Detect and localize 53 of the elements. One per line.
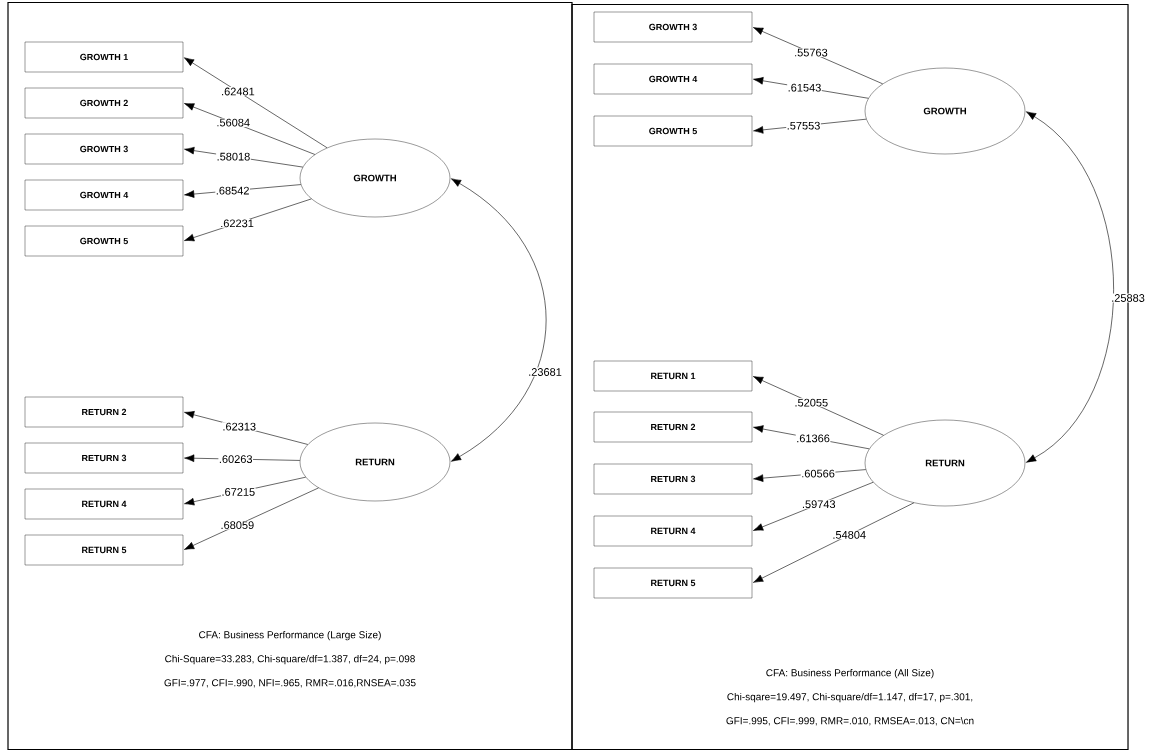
edge-label: .58018 bbox=[216, 152, 251, 161]
edge-label: .23681 bbox=[527, 367, 563, 377]
indicator-box: RETURN 5 bbox=[593, 567, 753, 599]
indicator-box: GROWTH 4 bbox=[24, 179, 184, 211]
caption-line: CFA: Business Performance (All Size) bbox=[766, 669, 934, 679]
edge-label: .62231 bbox=[219, 218, 255, 228]
indicator-box: GROWTH 4 bbox=[593, 63, 753, 95]
edge-label: .57553 bbox=[786, 121, 821, 131]
indicator-box: GROWTH 5 bbox=[24, 225, 184, 257]
indicator-box: GROWTH 2 bbox=[24, 87, 184, 119]
arrow bbox=[753, 481, 874, 531]
arrow bbox=[451, 178, 547, 462]
arrow bbox=[753, 502, 915, 583]
edge-label: .60263 bbox=[218, 454, 254, 464]
edge-label: .62313 bbox=[221, 422, 257, 431]
caption-line: Chi-sqare=19.497, Chi-square/df=1.147, df=17, p=.301, bbox=[727, 693, 973, 703]
indicator-box: RETURN 3 bbox=[593, 463, 753, 495]
edge-label: .52055 bbox=[794, 398, 829, 408]
indicator-box: RETURN 4 bbox=[24, 488, 184, 520]
indicator-box: RETURN 2 bbox=[24, 396, 184, 428]
indicator-box: GROWTH 3 bbox=[593, 11, 753, 43]
arrow bbox=[184, 487, 319, 550]
indicator-box: RETURN 1 bbox=[593, 360, 753, 392]
indicator-box: GROWTH 5 bbox=[593, 115, 753, 147]
edge-label: .61543 bbox=[787, 83, 822, 93]
indicator-box: RETURN 2 bbox=[593, 411, 753, 443]
indicator-box: RETURN 3 bbox=[24, 442, 184, 474]
caption-line: GFI=.977, CFI=.990, NFI=.965, RMR=.016,RNSEA=.035 bbox=[164, 679, 416, 688]
arrow bbox=[184, 198, 312, 242]
edge-label: .56084 bbox=[215, 118, 251, 127]
caption-line: GFI=.995, CFI=.999, RMR=.010, RMSEA=.013, CN=\cn bbox=[726, 717, 974, 726]
edge-label: .59743 bbox=[801, 499, 837, 509]
arrow bbox=[184, 103, 316, 155]
edge-label: .54804 bbox=[831, 530, 867, 540]
edge-label: .25883 bbox=[1110, 293, 1146, 303]
indicator-box: GROWTH 3 bbox=[24, 133, 184, 165]
indicator-box: RETURN 4 bbox=[593, 515, 753, 547]
caption-line: Chi-Square=33.283, Chi-square/df=1.387, df=24, p=.098 bbox=[165, 655, 415, 665]
edge-label: .62481 bbox=[220, 87, 256, 96]
indicator-box: GROWTH 1 bbox=[24, 41, 184, 73]
edge-label: .68542 bbox=[215, 186, 250, 195]
arrow bbox=[1026, 111, 1114, 463]
arrow bbox=[753, 376, 884, 436]
edge-label: .67215 bbox=[221, 487, 256, 497]
arrow bbox=[753, 27, 883, 85]
arrow bbox=[184, 57, 328, 149]
edge-label: .61366 bbox=[795, 433, 831, 443]
diagram-panel bbox=[7, 1, 573, 751]
edge-label: .68059 bbox=[220, 520, 255, 530]
edge-label: .55763 bbox=[793, 48, 829, 57]
edge-label: .60566 bbox=[800, 469, 836, 478]
caption-line: CFA: Business Performance (Large Size) bbox=[199, 631, 381, 641]
indicator-box: RETURN 5 bbox=[24, 534, 184, 566]
